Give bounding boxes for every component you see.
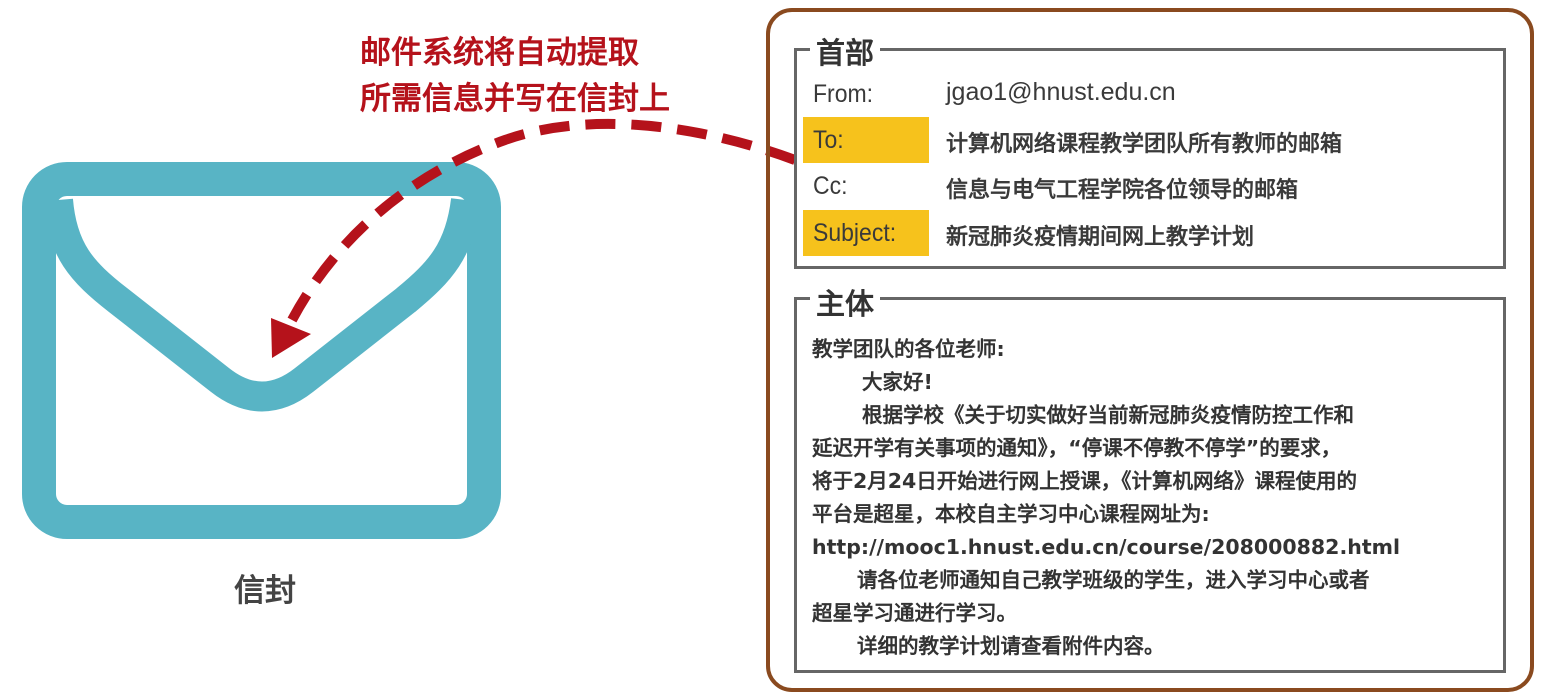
- body-text: 教学团队的各位老师: 大家好! 根据学校《关于切实做好当前新冠肺炎疫情防控工作和…: [812, 333, 1502, 663]
- body-line: 根据学校《关于切实做好当前新冠肺炎疫情防控工作和: [862, 403, 1354, 427]
- cc-label: Cc:: [813, 172, 848, 200]
- from-label: From:: [813, 80, 874, 108]
- to-value: 计算机网络课程教学团队所有教师的邮箱: [946, 132, 1343, 157]
- body-line: 教学团队的各位老师:: [812, 337, 1005, 361]
- body-line: 平台是超星，本校自主学习中心课程网址为:: [812, 502, 1210, 526]
- body-line: http://mooc1.hnust.edu.cn/course/2080008…: [812, 535, 1401, 559]
- to-highlight: [803, 117, 929, 163]
- body-section: [794, 297, 1506, 673]
- body-line: 超星学习通进行学习。: [812, 601, 1017, 625]
- from-value: jgao1@hnust.edu.cn: [946, 78, 1176, 106]
- subject-highlight: [803, 210, 929, 256]
- cc-value: 信息与电气工程学院各位领导的邮箱: [946, 178, 1299, 203]
- header-section: [794, 48, 1506, 269]
- body-line: 详细的教学计划请查看附件内容。: [857, 634, 1165, 658]
- to-label: To:: [813, 126, 844, 154]
- envelope-label: 信封: [234, 573, 296, 609]
- body-line: 延迟开学有关事项的通知》，“停课不停教不停学”的要求，: [812, 436, 1342, 460]
- subject-label: Subject:: [813, 219, 897, 247]
- letter-card: [766, 8, 1534, 692]
- caption-line-2: 所需信息并写在信封上: [360, 81, 670, 117]
- extraction-arrow: [287, 118, 797, 323]
- envelope-diagram: [22, 118, 797, 539]
- body-line: 请各位老师通知自己教学班级的学生，进入学习中心或者: [857, 568, 1370, 592]
- body-title: 主体: [810, 281, 881, 323]
- caption: 邮件系统将自动提取 所需信息并写在信封上: [360, 30, 780, 122]
- arrow-head-icon: [271, 318, 311, 358]
- subject-value: 新冠肺炎疫情期间网上教学计划: [946, 225, 1255, 250]
- body-line: 将于2月24日开始进行网上授课，《计算机网络》课程使用的: [812, 469, 1358, 493]
- caption-line-1: 邮件系统将自动提取: [360, 35, 639, 71]
- header-title: 首部: [810, 30, 881, 72]
- body-line: 大家好!: [862, 370, 933, 394]
- envelope-icon: [22, 162, 501, 539]
